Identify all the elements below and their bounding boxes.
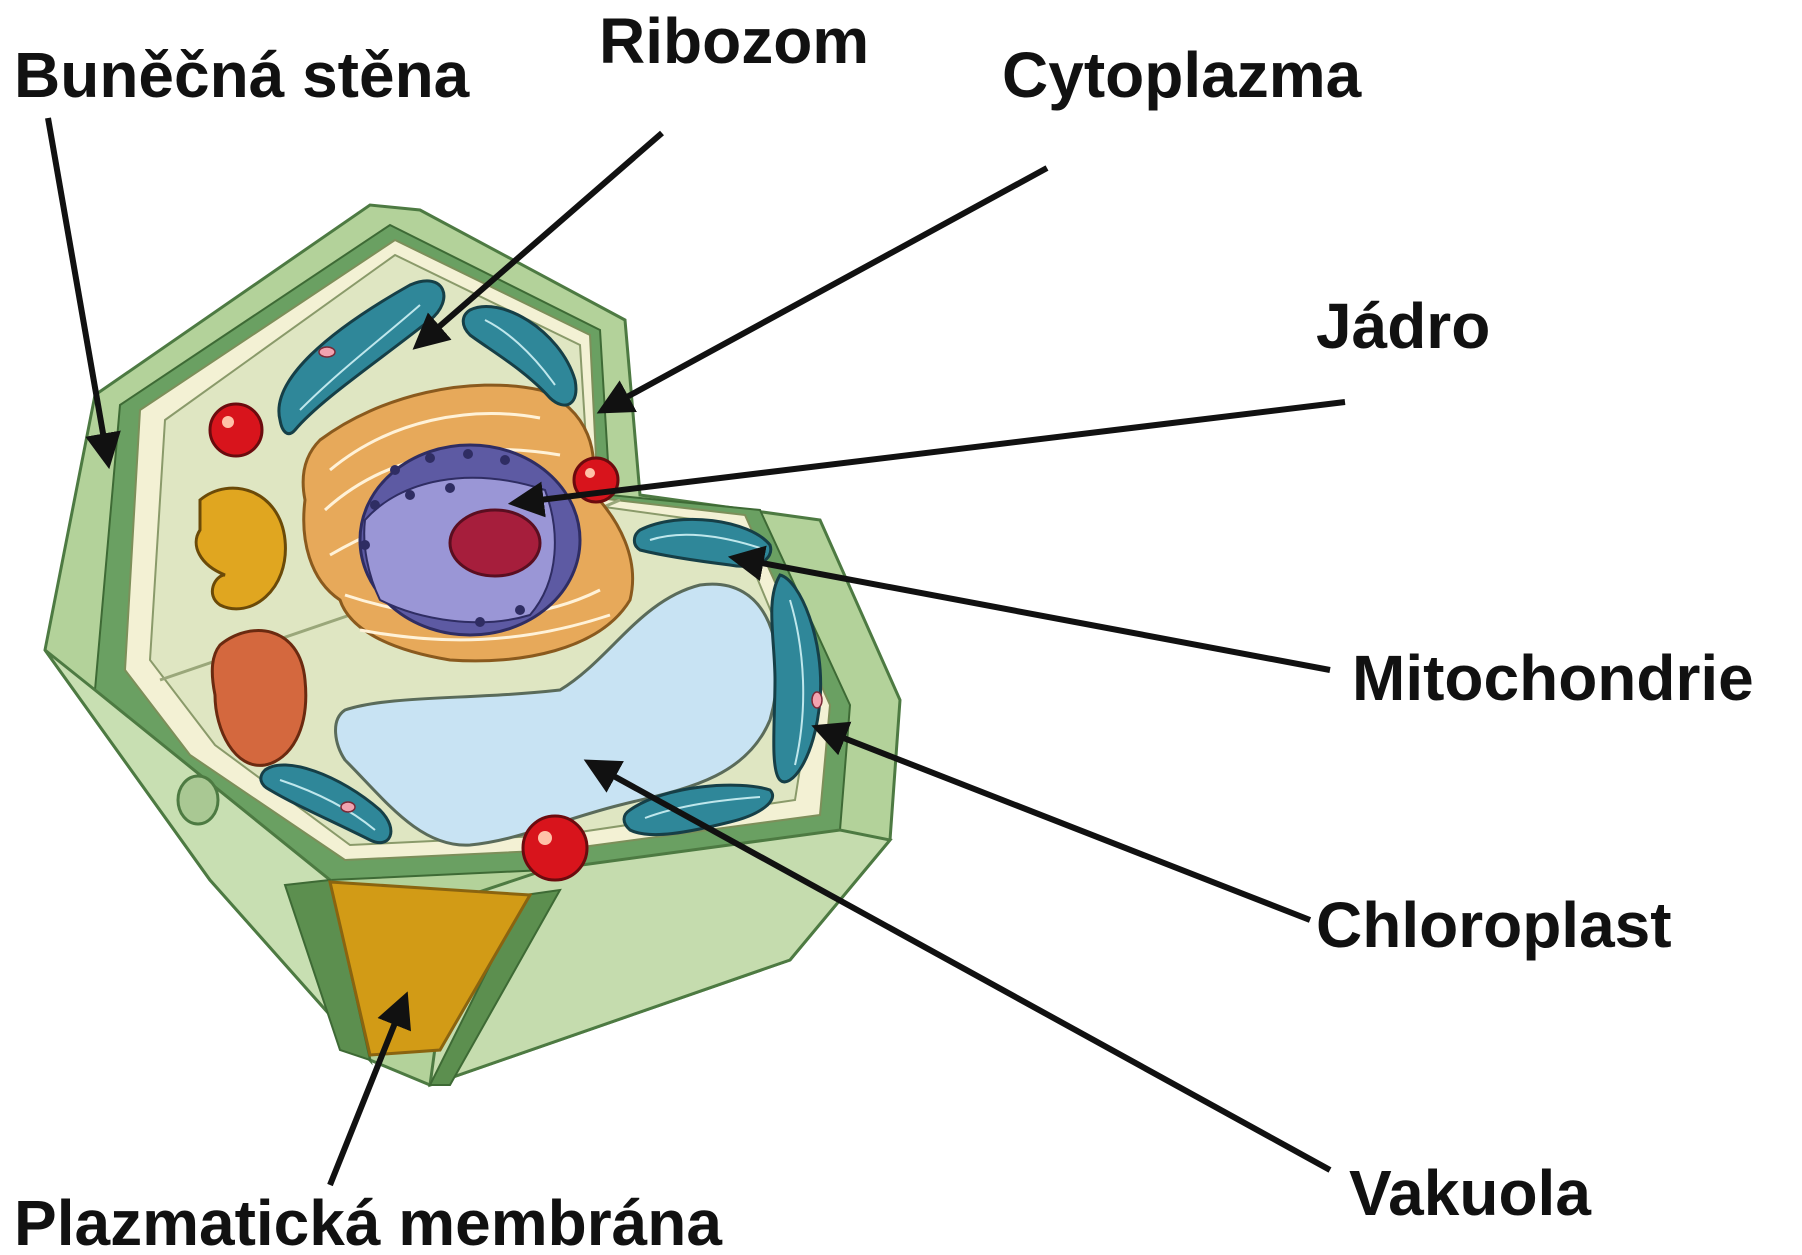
label-vacuole: Vakuola	[1349, 1157, 1591, 1229]
label-chloroplast: Chloroplast	[1316, 889, 1672, 961]
arrow-nucleus	[515, 402, 1345, 503]
label-plasma-membrane: Plazmatická membrána	[14, 1187, 722, 1255]
label-cytoplasm: Cytoplazma	[1002, 39, 1362, 111]
arrow-cell-wall	[48, 118, 108, 462]
label-mitochondria: Mitochondrie	[1352, 642, 1754, 714]
arrow-cytoplasm	[603, 168, 1047, 410]
ribosome-1	[210, 404, 262, 456]
cell-illustration	[45, 205, 900, 1085]
label-cell-wall: Buněčná stěna	[14, 39, 470, 111]
label-ribosome: Ribozom	[599, 5, 869, 77]
nucleus	[360, 445, 580, 635]
nucleolus	[450, 510, 540, 576]
ribosome-3	[523, 816, 587, 880]
label-nucleus: Jádro	[1316, 290, 1490, 362]
plasmodesma	[178, 776, 218, 824]
